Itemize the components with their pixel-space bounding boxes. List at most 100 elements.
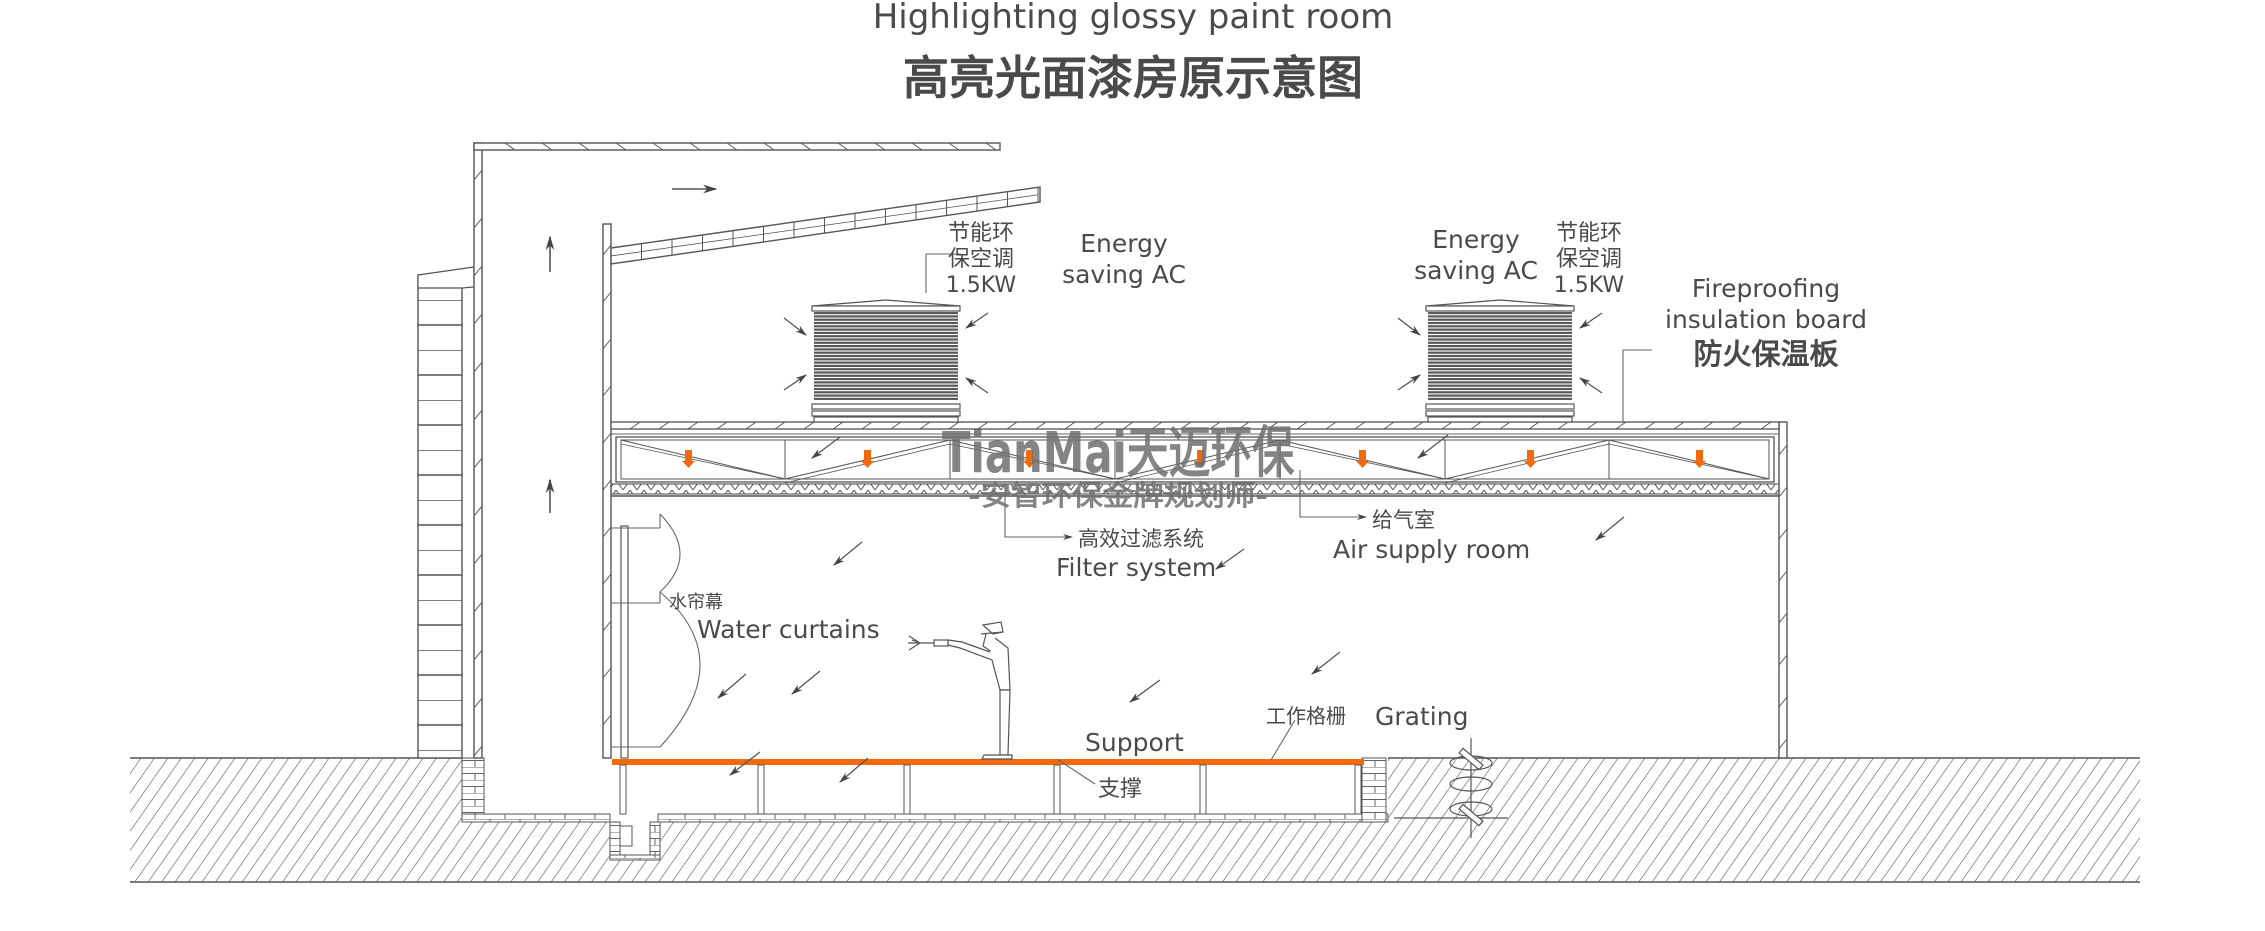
ac-fin <box>1428 312 1572 315</box>
board-hatch-tick <box>629 421 641 430</box>
roof-mid-line <box>1007 194 1038 200</box>
board-hatch-tick <box>985 142 997 151</box>
board-hatch-tick <box>689 142 701 151</box>
label-fireproof: Fireproofing insulation board 防火保温板 <box>1665 274 1867 371</box>
wall-hatch-tick <box>473 553 483 565</box>
ac-intake-arrow <box>783 317 807 336</box>
airflow-arrow <box>1215 548 1245 570</box>
wall-hatch-tick <box>602 526 612 538</box>
sloped-roof <box>610 186 1041 265</box>
ac-left-cn-line1: 节能环 <box>948 221 1014 246</box>
board-hatch-tick <box>763 142 775 151</box>
wall-hatch-tick <box>473 505 483 517</box>
ground <box>130 757 2140 883</box>
airflow-arrow <box>1595 516 1625 541</box>
wall-hatch-tick <box>473 409 483 421</box>
roof-mid-line <box>763 229 794 235</box>
pit-right-brick-wall <box>1361 757 1387 823</box>
ac-fin <box>814 341 958 344</box>
ac-right-en-line2: saving AC <box>1414 256 1538 285</box>
ac-fin <box>814 315 958 318</box>
board-hatch-tick <box>1209 421 1221 430</box>
ac-left-cn-line3: 1.5KW <box>946 273 1017 298</box>
board-hatch-tick <box>874 142 886 151</box>
ac-fin <box>1428 364 1572 367</box>
support-post <box>1199 764 1207 815</box>
board-hatch-tick <box>911 142 923 151</box>
board-hatch-tick <box>1325 421 1337 430</box>
airflow-arrow <box>833 541 863 566</box>
wall-hatch-tick <box>1778 444 1788 456</box>
board-hatch-tick <box>1586 421 1598 430</box>
ac-fin <box>1428 351 1572 354</box>
ac-fin <box>814 312 958 315</box>
roof-mid-line <box>854 216 886 222</box>
board-hatch-tick <box>1296 421 1308 430</box>
label-water-curtain-cn: 水帘幕 <box>669 592 723 613</box>
ac-fin <box>1428 378 1572 381</box>
roof-mid-line <box>671 242 703 248</box>
wall-hatch-tick <box>473 697 483 709</box>
ac-fin <box>1428 325 1572 328</box>
wall-hatch-tick <box>473 265 483 277</box>
wall-hatch-tick <box>473 457 483 469</box>
wall-hatch-tick <box>602 385 612 397</box>
board-hatch-tick <box>1557 421 1569 430</box>
board-hatch-tick <box>1180 421 1192 430</box>
ac-fin <box>1428 374 1572 377</box>
airflow-arrows <box>717 434 1625 783</box>
board-hatch-tick <box>1383 421 1395 430</box>
label-support-cn: 支撑 <box>1098 777 1142 802</box>
support-post <box>903 764 911 815</box>
wall-hatch-tick <box>602 620 612 632</box>
plenum-diagonal-inner <box>620 443 786 480</box>
wall-hatch-tick <box>602 714 612 726</box>
board-hatch-tick <box>1238 421 1250 430</box>
ground-hatch <box>130 758 2140 882</box>
ac-fin <box>814 318 958 321</box>
roof-mid-line <box>732 233 764 239</box>
label-air-supply-en: Air supply room <box>1333 535 1530 564</box>
board-hatch-tick <box>578 142 590 151</box>
watermark-slogan: -安智环保金牌规划师- <box>968 479 1268 512</box>
exhaust-inner-wall <box>602 223 612 759</box>
ac-cap <box>1425 305 1575 312</box>
wall-hatch-tick <box>602 338 612 350</box>
ac-fin <box>1428 335 1572 338</box>
plenum-inner <box>620 439 1770 480</box>
ac-fin <box>1428 315 1572 318</box>
wall-hatch-tick <box>473 745 483 757</box>
ac-base-band <box>1425 410 1575 417</box>
support-post <box>619 764 627 815</box>
leader-filter <box>1004 486 1073 540</box>
board-hatch-tick <box>1760 421 1772 430</box>
support-post <box>1354 764 1362 815</box>
leader-lines <box>925 253 1652 785</box>
ac-roof <box>1425 299 1575 307</box>
supply-arrow-shaft <box>1026 450 1033 462</box>
ac-right-cn-line3: 1.5KW <box>1554 273 1625 298</box>
supply-arrow-shaft <box>1527 450 1534 462</box>
wall-hatch-tick <box>473 313 483 325</box>
board-hatch-tick <box>1731 421 1743 430</box>
airflow-arrow <box>1417 434 1449 459</box>
wall-hatch-tick <box>473 217 483 229</box>
ac-fin <box>1428 394 1572 397</box>
board-hatch-tick <box>1354 421 1366 430</box>
ac-fin <box>1428 338 1572 341</box>
pit-floor-brick-main <box>657 813 1389 823</box>
ac-intake-arrow <box>783 374 807 391</box>
label-support-en: Support <box>1085 728 1184 757</box>
worker-with-spray-gun <box>908 621 1013 760</box>
pit-left-brick-wall <box>461 757 485 823</box>
supply-arrow-head <box>682 461 695 468</box>
ac-fin <box>1428 387 1572 391</box>
label-grating-en: Grating <box>1375 702 1468 731</box>
board-hatch-tick <box>652 142 664 151</box>
brick-column <box>417 274 463 759</box>
filter-layer <box>610 483 1780 497</box>
supply-arrow-head <box>1524 461 1537 468</box>
board-hatch-tick <box>837 142 849 151</box>
ac-fin <box>1428 361 1572 364</box>
